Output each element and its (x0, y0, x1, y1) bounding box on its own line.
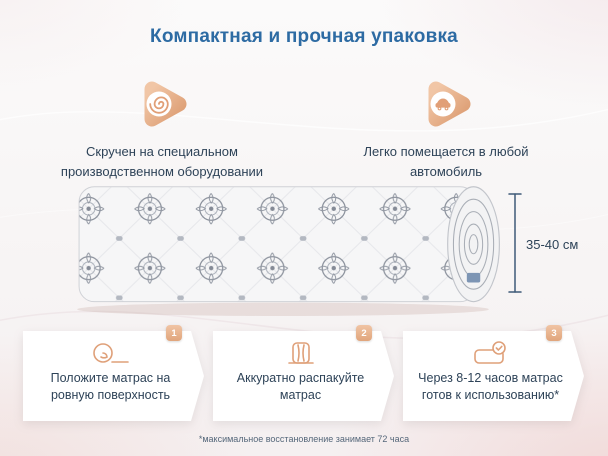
feature-car-text: Легко помещается в любой автомобиль (363, 144, 529, 179)
footnote: *максимальное восстановление занимает 72… (198, 434, 410, 444)
section-title: Компактная и прочная упаковка (150, 26, 458, 47)
dimension-line (506, 192, 524, 299)
step-2: Аккуратно распакуйте матрас 2 (213, 325, 394, 421)
step-3: Через 8-12 часов матрас готов к использо… (403, 325, 584, 421)
step-1-number-badge: 1 (166, 325, 182, 341)
unpack-mattress-icon (281, 340, 321, 366)
step-1: Положите матрас на ровную поверхность 1 (23, 325, 204, 421)
spiral-icon (144, 81, 187, 127)
rolled-mattress-icon (91, 340, 131, 366)
feature-car: Легко помещается в любой автомобиль (327, 76, 565, 181)
car-icon (428, 81, 471, 127)
steps-row: Положите матрас на ровную поверхность 1 … (23, 325, 584, 421)
step-2-number-badge: 2 (356, 325, 372, 341)
roll-tag (466, 272, 481, 283)
step-1-text: Положите матрас на ровную поверхность (50, 371, 171, 402)
feature-rolled-text: Скручен на специальном производственном … (60, 144, 264, 179)
step-2-text: Аккуратно распакуйте матрас (236, 371, 365, 402)
step-3-number-badge: 3 (546, 325, 562, 341)
step-3-text: Через 8-12 часов матрас готов к использо… (418, 371, 563, 402)
mattress-roll-image (58, 179, 508, 323)
feature-rolled: Скручен на специальном производственном … (43, 76, 281, 181)
dimension-label: 35-40 см (526, 237, 579, 252)
features-row: Скручен на специальном производственном … (0, 76, 608, 181)
mattress-ready-icon (471, 340, 511, 366)
